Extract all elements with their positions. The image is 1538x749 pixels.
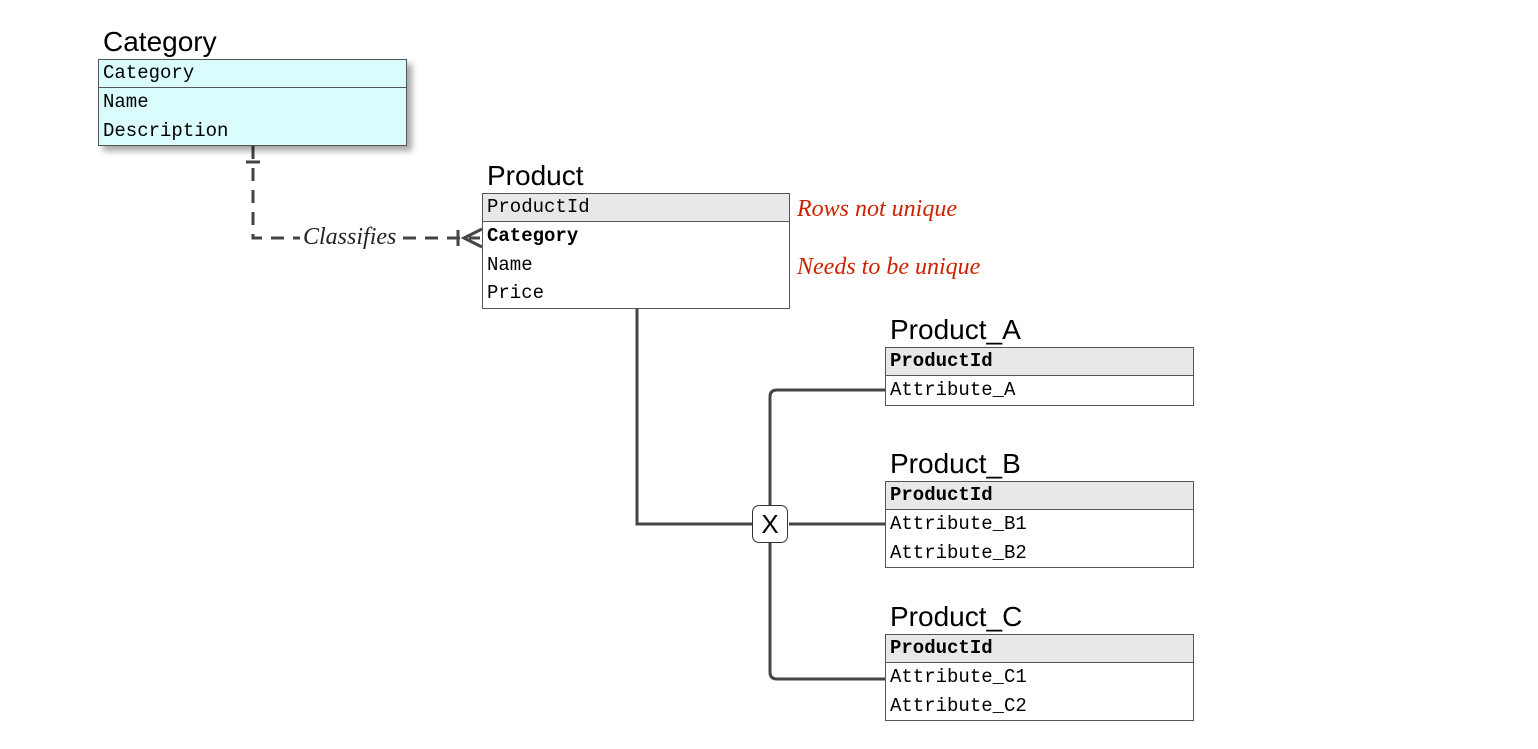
key-section: ProductId: [483, 194, 789, 222]
key-field: ProductId: [487, 196, 590, 218]
entity-title-product-a: Product_A: [890, 314, 1021, 345]
note-needs-unique: Needs to be unique: [797, 254, 981, 280]
entity-category[interactable]: Category Name Description: [98, 59, 407, 146]
supertype-link: [635, 309, 752, 526]
entity-product[interactable]: ProductId Category Name Price: [482, 193, 790, 309]
attribute-field: Attribute_B1: [890, 513, 1027, 535]
subtype-link-a: [768, 388, 886, 505]
key-section: ProductId: [886, 482, 1193, 510]
attribute-field: Attribute_C2: [890, 694, 1027, 717]
exclusive-subtype-marker: X: [752, 505, 788, 543]
attribute-field: Description: [103, 119, 229, 142]
key-section: Category: [99, 60, 406, 88]
entity-title-category: Category: [103, 26, 217, 57]
key-section: ProductId: [886, 635, 1193, 663]
many-crowfoot: [460, 227, 483, 249]
attribute-field: Name: [103, 91, 149, 113]
key-section: ProductId: [886, 348, 1193, 376]
attribute-field: Name: [487, 253, 533, 276]
attribute-field: Attribute_B2: [890, 541, 1027, 564]
note-rows-not-unique: Rows not unique: [797, 196, 957, 222]
attribute-field: Attribute_C1: [890, 666, 1027, 688]
entity-title-product: Product: [487, 160, 584, 191]
attribute-field: Price: [487, 282, 545, 304]
key-field: Category: [103, 62, 195, 84]
classifies-link: [251, 146, 480, 240]
entity-title-product-b: Product_B: [890, 448, 1021, 479]
entity-product-b[interactable]: ProductId Attribute_B1 Attribute_B2: [885, 481, 1194, 568]
key-field: ProductId: [890, 637, 993, 659]
attribute-field: Attribute_A: [890, 379, 1016, 401]
key-field: ProductId: [890, 350, 993, 372]
relationship-label-classifies: Classifies: [300, 224, 400, 250]
entity-product-c[interactable]: ProductId Attribute_C1 Attribute_C2: [885, 634, 1194, 721]
entity-product-a[interactable]: ProductId Attribute_A: [885, 347, 1194, 406]
key-field: ProductId: [890, 484, 993, 506]
subtype-link-c: [768, 543, 886, 681]
entity-title-product-c: Product_C: [890, 601, 1023, 632]
foreign-key-field: Category: [487, 225, 579, 247]
